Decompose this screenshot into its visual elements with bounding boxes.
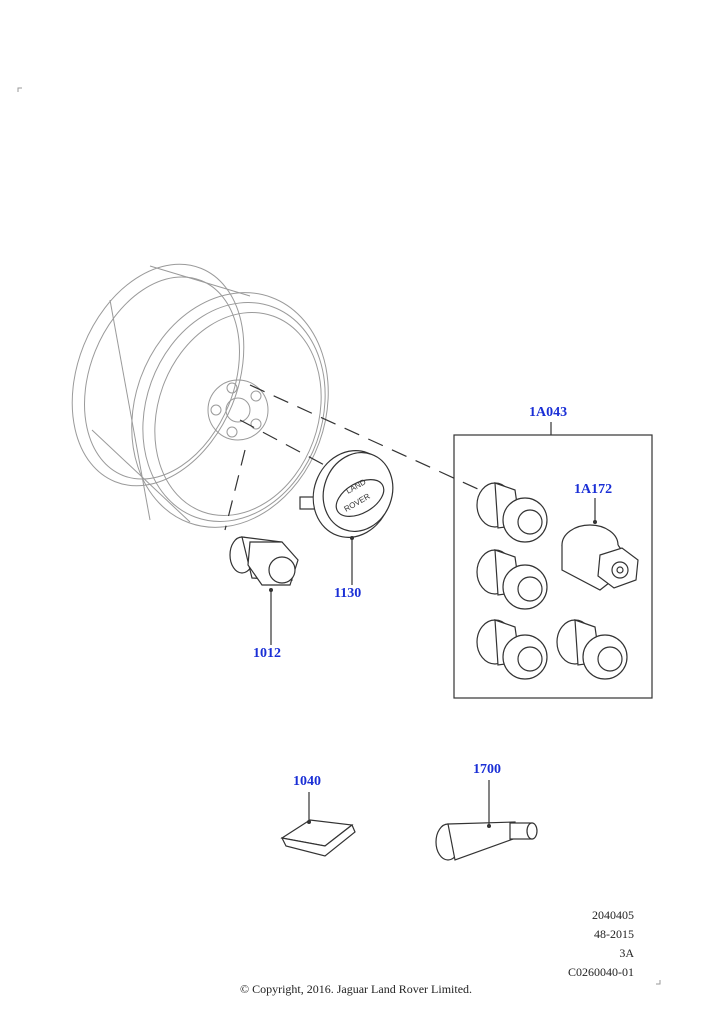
center-cap: LAND ROVER (299, 450, 394, 538)
assembly-line-lock (249, 384, 481, 491)
leader-dot (487, 824, 491, 828)
leader-lines (269, 422, 597, 828)
leader-dot (307, 820, 311, 824)
callout-1012[interactable]: 1012 (253, 646, 281, 661)
leader-dot (269, 588, 273, 592)
locking-nut-kit-box (453, 434, 653, 699)
reference-line-4: C0260040-01 (568, 965, 634, 979)
locking-nut (476, 482, 548, 543)
locking-nut (556, 619, 628, 680)
assembly-line-nut (224, 449, 246, 531)
reference-line-3: 3A (619, 946, 634, 960)
alloy-wheel (71, 263, 329, 528)
leader-dot (593, 520, 597, 524)
crop-mark-top-left (17, 87, 22, 92)
locking-nut-key (561, 524, 639, 591)
callout-1040[interactable]: 1040 (293, 774, 321, 789)
land-rover-logo (335, 479, 385, 517)
crop-mark-bottom-right (656, 980, 661, 985)
leader-dot (350, 536, 354, 540)
locking-nut (476, 549, 548, 610)
locking-nut (476, 619, 548, 680)
callout-1A043[interactable]: 1A043 (529, 405, 568, 420)
callout-1A172[interactable]: 1A172 (574, 482, 613, 497)
wheel-balance-weight (280, 819, 356, 857)
reference-line-1: 2040405 (592, 908, 634, 922)
wheel-nut (229, 536, 299, 586)
reference-line-2: 48-2015 (594, 927, 634, 941)
callout-1130[interactable]: 1130 (334, 586, 362, 601)
assembly-line-cap (239, 419, 331, 469)
reference-block: 2040405 48-2015 3A C0260040-01 (568, 906, 634, 982)
tyre-valve (435, 821, 538, 861)
callout-1700[interactable]: 1700 (473, 762, 501, 777)
copyright-notice: © Copyright, 2016. Jaguar Land Rover Lim… (239, 982, 473, 996)
